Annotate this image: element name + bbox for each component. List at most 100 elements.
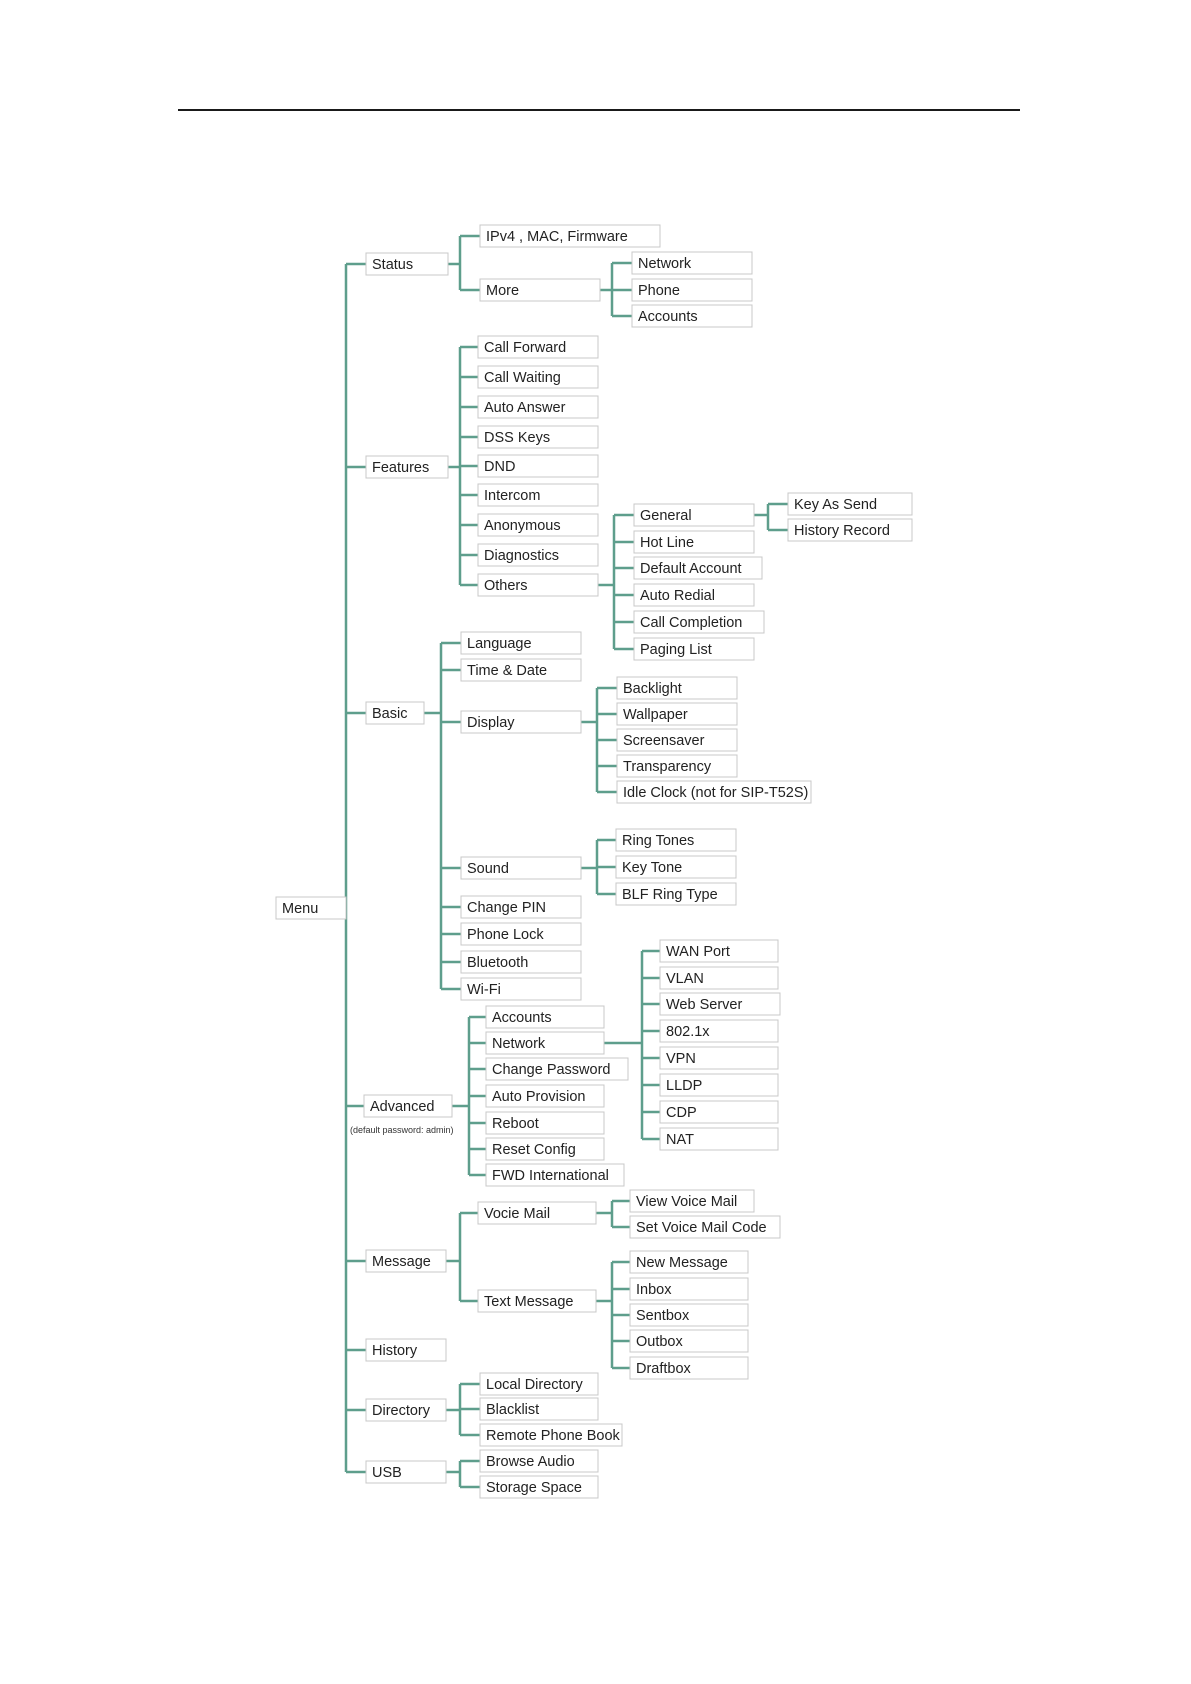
menu-node-phone-lock: Phone Lock bbox=[460, 922, 582, 946]
menu-node-box bbox=[477, 425, 599, 449]
menu-node-802-1x: 802.1x bbox=[659, 1019, 779, 1043]
menu-node-general: General bbox=[633, 503, 755, 527]
menu-node-label: Browse Audio bbox=[486, 1454, 575, 1470]
menu-node-label: Vocie Mail bbox=[484, 1206, 550, 1222]
menu-node-box bbox=[629, 1303, 749, 1327]
menu-node-outbox: Outbox bbox=[629, 1329, 749, 1353]
menu-node-box bbox=[460, 977, 582, 1001]
menu-node-display: Display bbox=[460, 710, 582, 734]
menu-node-box bbox=[659, 1127, 779, 1151]
menu-node-box bbox=[479, 224, 661, 248]
menu-node-label: Call Completion bbox=[640, 615, 742, 631]
menu-node-change-password: Change Password bbox=[485, 1057, 629, 1081]
menu-node-text-message: Text Message bbox=[477, 1289, 597, 1313]
menu-node-box bbox=[485, 1137, 605, 1161]
menu-node-box bbox=[633, 583, 755, 607]
menu-node-box bbox=[485, 1111, 605, 1135]
menu-node-box bbox=[615, 855, 737, 879]
menu-node-status: Status bbox=[365, 252, 449, 276]
menu-node-menu: Menu bbox=[275, 896, 347, 920]
menu-node-label: Paging List bbox=[640, 642, 712, 658]
menu-node-box bbox=[365, 701, 425, 725]
menu-node-accounts: Accounts bbox=[631, 304, 753, 328]
menu-node-label: Key Tone bbox=[622, 860, 682, 876]
menu-node-label: Wallpaper bbox=[623, 707, 688, 723]
menu-node-label: Reset Config bbox=[492, 1142, 576, 1158]
menu-node-label: Phone Lock bbox=[467, 927, 544, 943]
menu-node-label: Wi-Fi bbox=[467, 982, 501, 998]
menu-node-box bbox=[460, 856, 582, 880]
menu-node-box bbox=[479, 1372, 599, 1396]
menu-node-wallpaper: Wallpaper bbox=[616, 702, 738, 726]
menu-node-label: New Message bbox=[636, 1255, 728, 1271]
menu-node-vocie-mail: Vocie Mail bbox=[477, 1201, 597, 1225]
menu-node-box bbox=[460, 631, 582, 655]
menu-node-box bbox=[485, 1031, 605, 1055]
menu-node-box bbox=[629, 1329, 749, 1353]
menu-node-box bbox=[633, 637, 755, 661]
menu-node-transparency: Transparency bbox=[616, 754, 738, 778]
menu-node-sound: Sound bbox=[460, 856, 582, 880]
menu-node-box bbox=[460, 950, 582, 974]
menu-node-phone: Phone bbox=[631, 278, 753, 302]
menu-node-box bbox=[365, 1460, 447, 1484]
menu-node-box bbox=[365, 1398, 447, 1422]
menu-node-basic: Basic bbox=[365, 701, 425, 725]
menu-node-reboot: Reboot bbox=[485, 1111, 605, 1135]
menu-node-label: Idle Clock (not for SIP-T52S) bbox=[623, 785, 808, 801]
menu-node-draftbox: Draftbox bbox=[629, 1356, 749, 1380]
menu-node-box bbox=[365, 455, 449, 479]
menu-node-label: Phone bbox=[638, 283, 680, 299]
menu-node-inbox: Inbox bbox=[629, 1277, 749, 1301]
menu-node-box bbox=[631, 251, 753, 275]
menu-node-box bbox=[633, 530, 755, 554]
menu-node-box bbox=[485, 1084, 605, 1108]
menu-node-label: Auto Answer bbox=[484, 400, 566, 416]
menu-node-label: Draftbox bbox=[636, 1361, 692, 1377]
menu-node-auto-answer: Auto Answer bbox=[477, 395, 599, 419]
menu-node-paging-list: Paging List bbox=[633, 637, 755, 661]
menu-node-box bbox=[616, 780, 812, 804]
menu-node-label: Local Directory bbox=[486, 1377, 583, 1393]
menu-node-box bbox=[477, 1289, 597, 1313]
menu-node-label: Intercom bbox=[484, 488, 540, 504]
menu-node-label: Call Waiting bbox=[484, 370, 561, 386]
menu-node-box bbox=[629, 1356, 749, 1380]
menu-node-screensaver: Screensaver bbox=[616, 728, 738, 752]
menu-node-network: Network bbox=[485, 1031, 605, 1055]
menu-node-label: Screensaver bbox=[623, 733, 705, 749]
menu-node-label: Blacklist bbox=[486, 1402, 539, 1418]
menu-node-label: Network bbox=[638, 256, 692, 272]
menu-node-label: Basic bbox=[372, 706, 407, 722]
menu-node-label: Time & Date bbox=[467, 663, 547, 679]
menu-node-dnd: DND bbox=[477, 454, 599, 478]
menu-node-box bbox=[365, 1249, 447, 1273]
menu-node-label: FWD International bbox=[492, 1168, 609, 1184]
menu-node-label: Storage Space bbox=[486, 1480, 582, 1496]
menu-node-others: Others bbox=[477, 573, 599, 597]
menu-node-label: Network bbox=[492, 1036, 546, 1052]
menu-node-label: Display bbox=[467, 715, 515, 731]
menu-node-box bbox=[659, 1073, 779, 1097]
menu-node-label: Transparency bbox=[623, 759, 712, 775]
menu-node-intercom: Intercom bbox=[477, 483, 599, 507]
menu-node-vpn: VPN bbox=[659, 1046, 779, 1070]
menu-node-label: Directory bbox=[372, 1403, 431, 1419]
menu-node-label: VPN bbox=[666, 1051, 696, 1067]
menu-node-blf-ring-type: BLF Ring Type bbox=[615, 882, 737, 906]
menu-node-label: Default Account bbox=[640, 561, 742, 577]
menu-node-web-server: Web Server bbox=[659, 992, 781, 1016]
menu-node-call-forward: Call Forward bbox=[477, 335, 599, 359]
menu-node-label: Advanced bbox=[370, 1099, 435, 1115]
menu-node-box bbox=[477, 365, 599, 389]
menu-node-remote-phone-book: Remote Phone Book bbox=[479, 1423, 623, 1447]
menu-node-history-record: History Record bbox=[787, 518, 913, 542]
menu-node-time-date: Time & Date bbox=[460, 658, 582, 682]
menu-node-label: Call Forward bbox=[484, 340, 566, 356]
menu-node-label: History Record bbox=[794, 523, 890, 539]
menu-node-label: Change PIN bbox=[467, 900, 546, 916]
menu-node-label: Anonymous bbox=[484, 518, 561, 534]
menu-node-auto-provision: Auto Provision bbox=[485, 1084, 605, 1108]
header-rule bbox=[178, 109, 1020, 111]
